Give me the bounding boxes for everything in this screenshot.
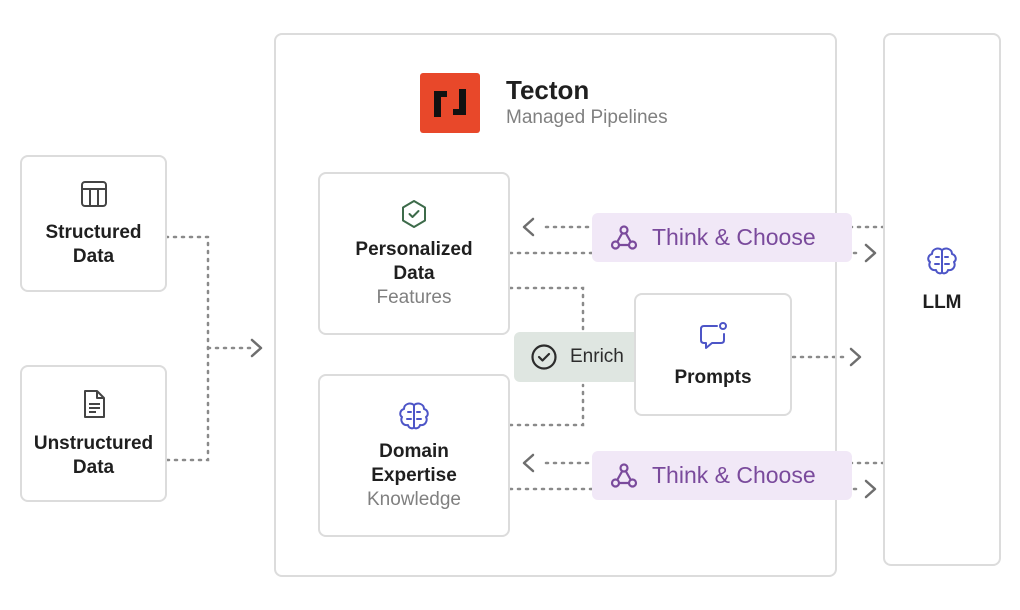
prompts-node: Prompts (634, 293, 792, 416)
connector-domain-enrich (508, 383, 585, 427)
unstructured-data-line2: Data (72, 456, 115, 478)
document-icon (83, 389, 105, 418)
llm-label: LLM (922, 291, 962, 313)
arrowhead-top-left (522, 217, 535, 237)
tecton-subtitle: Managed Pipelines (506, 107, 668, 128)
brain-icon (399, 402, 429, 429)
structured-data-line1: Structured (45, 221, 142, 243)
personalized-sub: Features (376, 286, 452, 308)
think-choose-top-label: Think & Choose (652, 224, 816, 250)
unstructured-data-node: Unstructured Data (20, 365, 167, 502)
think-choose-bottom: Think & Choose (592, 451, 852, 500)
arrowhead-bottom-left (522, 453, 535, 473)
structured-data-line2: Data (72, 245, 115, 267)
tecton-title: Tecton (506, 75, 590, 105)
arrowhead-top-right (864, 243, 877, 263)
think-choose-bottom-label: Think & Choose (652, 462, 816, 488)
tecton-container (274, 33, 837, 577)
think-choose-top: Think & Choose (592, 213, 852, 262)
network-icon (610, 462, 638, 488)
tecton-logo (420, 73, 480, 133)
structured-data-node: Structured Data (20, 155, 167, 292)
table-icon (80, 180, 107, 207)
chat-bubble-icon (700, 321, 727, 349)
domain-sub: Knowledge (366, 488, 462, 510)
unstructured-data-line1: Unstructured (33, 432, 154, 454)
connector-personal-enrich (508, 286, 585, 332)
hexagon-check-icon (402, 199, 426, 228)
personalized-line1: Personalized (355, 238, 473, 260)
llm-node: LLM (883, 33, 1001, 566)
check-circle-icon (531, 344, 557, 370)
personalized-line2: Data (393, 262, 435, 284)
enrich-label: Enrich (570, 346, 624, 367)
domain-line1: Domain (379, 440, 449, 462)
arrowhead-prompts (849, 347, 862, 367)
connector-structured (164, 235, 210, 462)
brain-icon (927, 247, 957, 274)
network-icon (610, 224, 638, 250)
tecton-logo-mark (434, 89, 466, 117)
domain-line2: Expertise (371, 464, 457, 486)
arrowhead-sources (250, 338, 263, 358)
domain-expertise-node: Domain Expertise Knowledge (318, 374, 510, 537)
personalized-data-node: Personalized Data Features (318, 172, 510, 335)
arrowhead-bottom-right (864, 479, 877, 499)
prompts-label: Prompts (674, 366, 752, 388)
enrich-step: Enrich (514, 332, 652, 382)
